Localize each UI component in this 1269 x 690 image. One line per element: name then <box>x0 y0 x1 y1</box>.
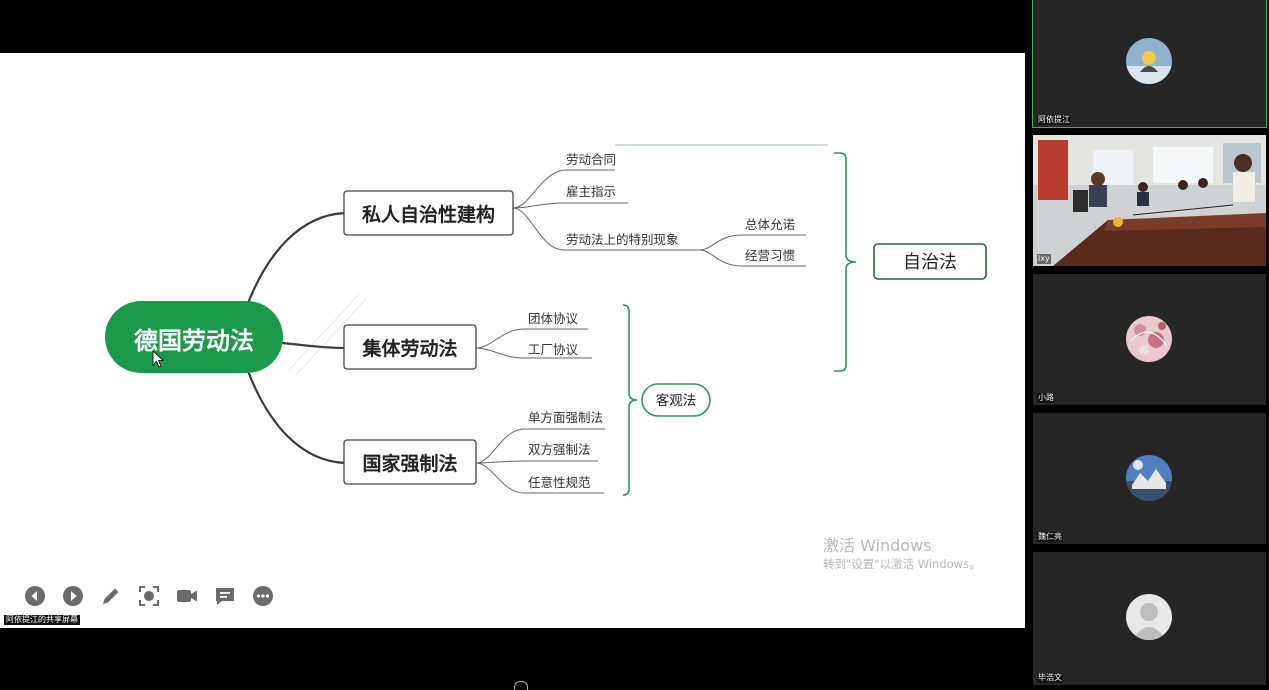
avatar <box>1126 38 1172 84</box>
leaf-label: 劳动合同 <box>566 152 616 167</box>
branch-label: 国家强制法 <box>362 452 457 475</box>
next-icon[interactable] <box>60 583 86 609</box>
branch-label: 私人自治性建构 <box>362 203 495 226</box>
video-feed <box>1033 135 1266 266</box>
avatar <box>1126 455 1172 501</box>
leaf-label: 团体协议 <box>528 311 579 326</box>
screenshot-icon[interactable] <box>136 583 162 609</box>
participant-tile[interactable]: 毕浩文 <box>1033 552 1266 685</box>
branch-node-private: 私人自治性建构 <box>343 190 514 236</box>
sharer-label: 阿依提江的共享屏幕 <box>4 615 80 625</box>
leaf-label: 经营习惯 <box>745 248 795 263</box>
leaf-label: 双方强制法 <box>528 442 591 457</box>
participant-name: 阿依提江 <box>1037 115 1071 125</box>
participant-tile[interactable]: 魏仁亮 <box>1033 413 1266 544</box>
leaf-label: 劳动法上的特别现象 <box>566 232 679 247</box>
mouse-cursor-icon <box>152 350 165 368</box>
participant-name: 小路 <box>1037 393 1055 403</box>
participant-panel: 阿依提江 lxy <box>1032 0 1269 685</box>
default-avatar-icon <box>1126 594 1172 640</box>
branch-node-state: 国家强制法 <box>343 439 477 485</box>
participant-tile[interactable]: lxy <box>1033 135 1266 266</box>
avatar <box>1126 316 1172 362</box>
group-node-autonomous: 自治法 <box>873 243 987 280</box>
presentation-toolbar <box>22 583 276 609</box>
pen-icon[interactable] <box>98 583 124 609</box>
participant-name: 魏仁亮 <box>1037 532 1063 542</box>
camera-icon[interactable] <box>174 583 200 609</box>
participant-tile[interactable]: 阿依提江 <box>1032 0 1267 128</box>
root-node: 德国劳动法 <box>105 301 283 373</box>
group-brackets <box>622 152 857 496</box>
mind-map: 德国劳动法 私人自治性建构 集体劳动法 国家强制法 劳动合同 雇主指示 劳动法上… <box>105 144 987 496</box>
group-label: 客观法 <box>656 392 697 409</box>
shared-screen: 德国劳动法 私人自治性建构 集体劳动法 国家强制法 劳动合同 雇主指示 劳动法上… <box>0 53 1025 628</box>
comment-icon[interactable] <box>212 583 238 609</box>
scroll-indicator-icon <box>514 681 528 690</box>
leaf-label: 总体允诺 <box>745 217 795 232</box>
previous-icon[interactable] <box>22 583 48 609</box>
participant-name: 毕浩文 <box>1037 673 1063 683</box>
leaf-label: 单方面强制法 <box>528 410 603 425</box>
leaf-label: 雇主指示 <box>566 184 616 199</box>
leaf-label: 工厂协议 <box>528 342 579 357</box>
leaf-connectors <box>475 144 828 494</box>
branch-label: 集体劳动法 <box>361 337 457 360</box>
faint-decoration <box>287 292 367 376</box>
more-icon[interactable] <box>250 583 276 609</box>
branch-node-collective: 集体劳动法 <box>343 324 477 370</box>
group-node-objective: 客观法 <box>641 383 711 417</box>
root-connectors <box>246 211 346 465</box>
participant-name: lxy <box>1037 254 1051 264</box>
root-label: 德国劳动法 <box>134 327 254 355</box>
group-label: 自治法 <box>903 252 957 273</box>
leaf-label: 任意性规范 <box>528 475 591 490</box>
participant-tile[interactable]: 小路 <box>1033 274 1266 405</box>
